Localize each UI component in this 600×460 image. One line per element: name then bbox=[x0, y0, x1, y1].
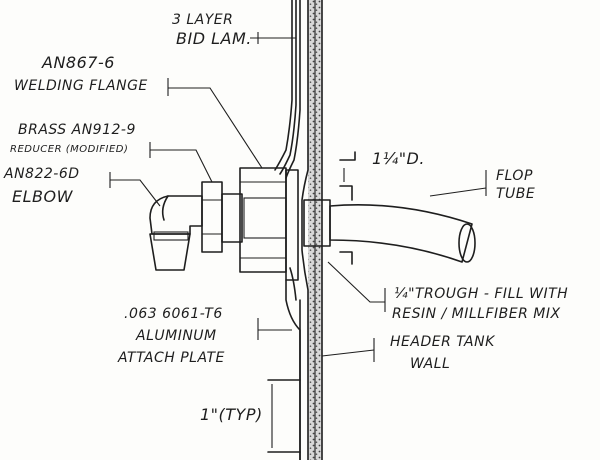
label-flop-2: TUBE bbox=[496, 186, 535, 202]
label-diameter: 1¼"D. bbox=[372, 149, 425, 168]
welding-flange bbox=[239, 167, 287, 273]
annotations: 3 LAYER BID LAM. AN867-6 WELDING FLANGE … bbox=[3, 12, 568, 424]
aluminum-attach-plate bbox=[285, 169, 301, 460]
label-flange-2: WELDING FLANGE bbox=[14, 78, 148, 94]
brass-reducer bbox=[201, 181, 243, 253]
label-reducer-1: BRASS AN912-9 bbox=[18, 122, 136, 138]
label-wall-2: WALL bbox=[410, 356, 450, 372]
label-elbow-1: AN822-6D bbox=[3, 166, 80, 182]
bid-lamination-layers bbox=[274, 0, 301, 460]
header-tank-wall bbox=[301, 0, 323, 460]
label-flop-1: FLOP bbox=[496, 168, 533, 184]
label-plate-1: .063 6061-T6 bbox=[124, 306, 223, 322]
label-reducer-2: REDUCER (MODIFIED) bbox=[10, 144, 128, 155]
label-wall-1: HEADER TANK bbox=[390, 334, 496, 350]
flop-tube bbox=[329, 204, 476, 263]
label-flange-1: AN867-6 bbox=[41, 53, 115, 72]
label-elbow-2: ELBOW bbox=[12, 187, 74, 206]
label-plate-3: ATTACH PLATE bbox=[117, 350, 225, 366]
label-bid-line-2: BID LAM. bbox=[176, 29, 252, 48]
label-trough-2: RESIN / MILLFIBER MIX bbox=[392, 306, 561, 322]
label-plate-2: ALUMINUM bbox=[135, 328, 217, 344]
label-bid-line-1: 3 LAYER bbox=[172, 12, 233, 28]
label-trough-1: ¼"TROUGH - FILL WITH bbox=[394, 286, 568, 302]
leader-lines bbox=[109, 32, 487, 453]
label-spacing: 1"(TYP) bbox=[200, 405, 263, 424]
an822-elbow bbox=[149, 195, 203, 271]
